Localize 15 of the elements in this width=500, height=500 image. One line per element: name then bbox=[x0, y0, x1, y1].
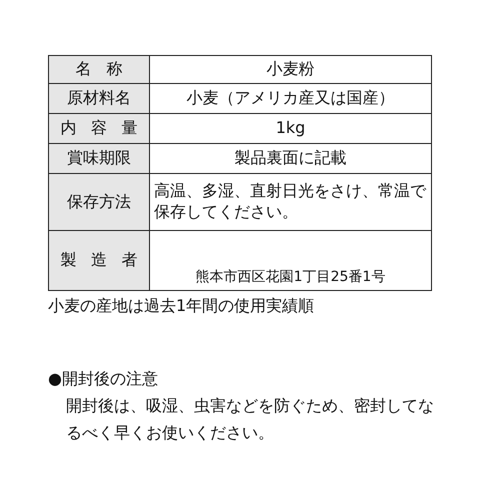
table-cell-value: 熊本市西区花園1丁目25番1号 bbox=[150, 230, 432, 290]
table-cell-value: 高温、多湿、直射日光をさけ、常温で保存してください。 bbox=[150, 174, 432, 230]
table-cell-header: 内 容 量 bbox=[48, 114, 150, 144]
note-text: 小麦の産地は過去1年間の使用実績順 bbox=[48, 295, 316, 317]
table-cell-value: 小麦粉 bbox=[150, 56, 432, 84]
table-cell-header: 原材料名 bbox=[48, 84, 150, 114]
table-cell-value: 小麦（アメリカ産又は国産） bbox=[150, 84, 432, 114]
table-cell-header: 製 造 者 bbox=[48, 230, 150, 290]
table-cell-value: 製品裏面に記載 bbox=[150, 144, 432, 174]
table-cell-header: 名 称 bbox=[48, 56, 150, 84]
table-cell-header: 賞味期限 bbox=[48, 144, 150, 174]
body-text: 開封後は、吸湿、虫害などを防ぐため、密封してなるべく早くお使いください。 bbox=[66, 395, 435, 444]
table-cell-value: 1kg bbox=[150, 114, 432, 144]
table-cell-header: 保存方法 bbox=[48, 174, 150, 230]
section-heading: ●開封後の注意 bbox=[48, 368, 159, 390]
